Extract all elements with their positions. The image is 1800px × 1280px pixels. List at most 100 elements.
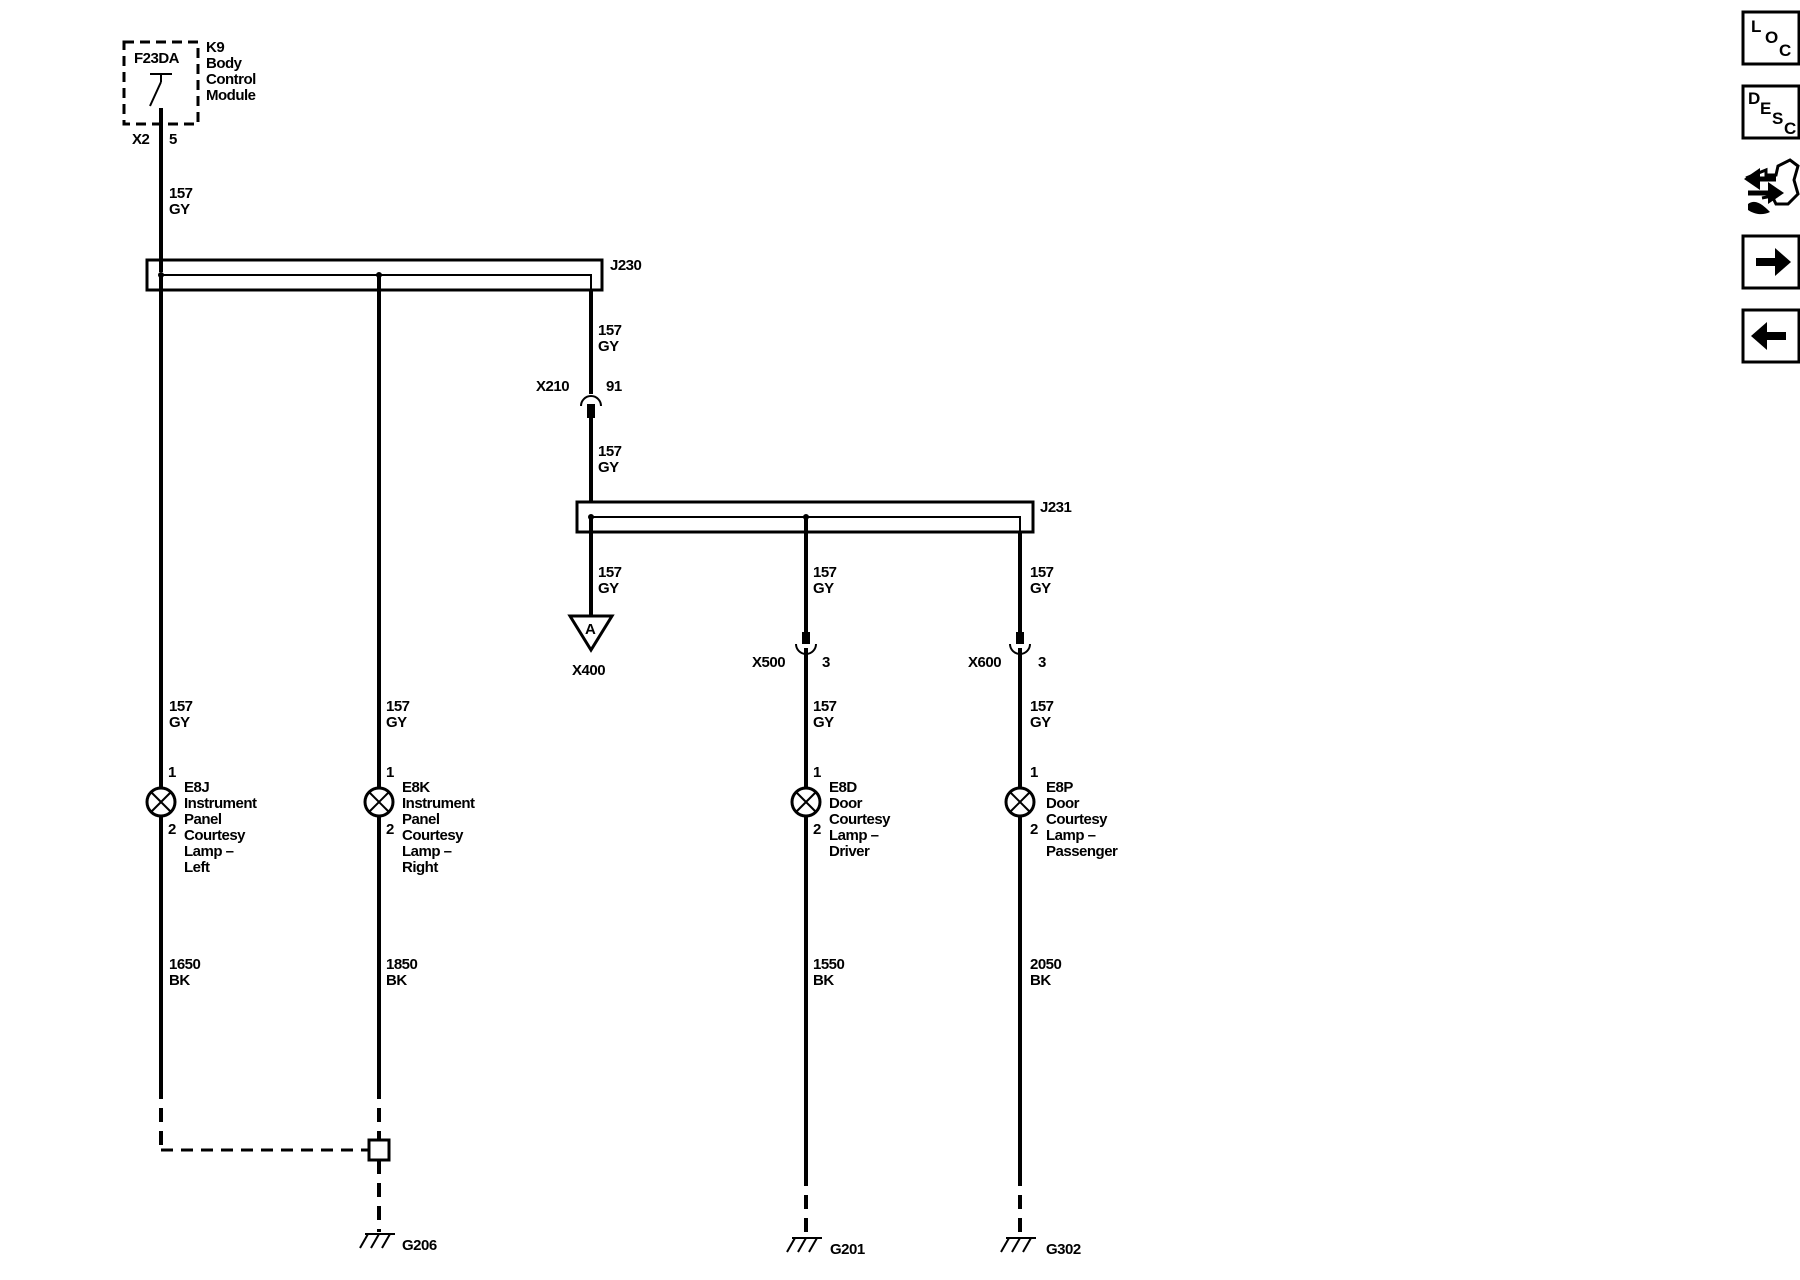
- svg-text:157: 157: [598, 322, 622, 339]
- module-pin: 5: [169, 131, 177, 148]
- svg-text:Body: Body: [206, 55, 243, 72]
- prev-page-button[interactable]: [1741, 308, 1800, 364]
- lamp-e8k: [363, 786, 395, 818]
- svg-text:157: 157: [1030, 698, 1054, 715]
- svg-text:A: A: [585, 621, 596, 638]
- svg-text:G201: G201: [830, 1241, 865, 1258]
- svg-text:Left: Left: [184, 859, 210, 876]
- svg-text:GY: GY: [598, 580, 619, 597]
- splice-j231-label: J231: [1040, 499, 1072, 516]
- splice-pack-j230: [145, 258, 604, 292]
- ground-symbol-g201: [786, 1237, 822, 1253]
- loc-button[interactable]: L O C: [1741, 10, 1800, 66]
- svg-text:2: 2: [813, 821, 821, 838]
- switch-contact: [149, 81, 162, 107]
- svg-text:Door: Door: [829, 795, 863, 812]
- svg-text:Right: Right: [402, 859, 438, 876]
- lamp-e8p-label: E8P Door Courtesy Lamp – Passenger: [1046, 779, 1119, 860]
- svg-text:GY: GY: [813, 580, 834, 597]
- next-page-button[interactable]: [1741, 234, 1800, 290]
- svg-text:157: 157: [813, 698, 837, 715]
- svg-text:BK: BK: [386, 972, 407, 989]
- svg-text:2: 2: [386, 821, 394, 838]
- svg-text:G206: G206: [402, 1237, 437, 1254]
- svg-text:Instrument: Instrument: [402, 795, 475, 812]
- svg-text:Door: Door: [1046, 795, 1080, 812]
- svg-text:3: 3: [822, 654, 830, 671]
- svg-text:GY: GY: [1030, 714, 1051, 731]
- svg-text:Lamp –: Lamp –: [1046, 827, 1096, 844]
- svg-text:1: 1: [813, 764, 821, 781]
- svg-text:Lamp –: Lamp –: [184, 843, 234, 860]
- fuse-label: F23DA: [134, 50, 180, 67]
- svg-text:Courtesy: Courtesy: [184, 827, 246, 844]
- svg-text:GY: GY: [1030, 580, 1051, 597]
- svg-text:E: E: [1760, 99, 1771, 118]
- svg-text:BK: BK: [169, 972, 190, 989]
- svg-text:2050: 2050: [1030, 956, 1062, 973]
- svg-text:Panel: Panel: [402, 811, 440, 828]
- module-connector: X2: [132, 131, 150, 148]
- svg-text:C: C: [1784, 119, 1796, 138]
- svg-text:GY: GY: [169, 201, 190, 218]
- svg-text:Passenger: Passenger: [1046, 843, 1118, 860]
- svg-text:157: 157: [598, 443, 622, 460]
- lamp-e8j-label: E8J Instrument Panel Courtesy Lamp – Lef…: [184, 779, 258, 876]
- inline-connector-x210: [580, 395, 602, 407]
- svg-text:Courtesy: Courtesy: [829, 811, 891, 828]
- svg-text:1850: 1850: [386, 956, 418, 973]
- svg-text:1: 1: [386, 764, 394, 781]
- svg-text:157: 157: [169, 185, 193, 202]
- svg-text:Driver: Driver: [829, 843, 870, 860]
- ground-splice-square: [367, 1138, 391, 1162]
- splice-j230-label: J230: [610, 257, 642, 274]
- svg-text:Instrument: Instrument: [184, 795, 257, 812]
- lamp-e8d: [790, 786, 822, 818]
- svg-text:GY: GY: [169, 714, 190, 731]
- svg-text:1: 1: [168, 764, 176, 781]
- svg-text:Panel: Panel: [184, 811, 222, 828]
- svg-text:GY: GY: [598, 338, 619, 355]
- svg-text:E8D: E8D: [829, 779, 857, 796]
- ground-symbol-g206: [359, 1233, 395, 1249]
- svg-text:BK: BK: [813, 972, 834, 989]
- svg-text:BK: BK: [1030, 972, 1051, 989]
- svg-text:E8P: E8P: [1046, 779, 1073, 796]
- svg-text:L: L: [1751, 17, 1761, 36]
- svg-text:C: C: [1779, 41, 1791, 60]
- svg-text:GY: GY: [386, 714, 407, 731]
- module-title: K9 Body Control Module: [206, 39, 257, 104]
- svg-text:91: 91: [606, 378, 622, 395]
- lamp-e8j: [145, 786, 177, 818]
- svg-text:GY: GY: [598, 459, 619, 476]
- svg-text:157: 157: [169, 698, 193, 715]
- lamp-e8d-label: E8D Door Courtesy Lamp – Driver: [829, 779, 892, 860]
- svg-text:2: 2: [168, 821, 176, 838]
- connector-end-view-icon[interactable]: [1744, 158, 1800, 215]
- svg-text:D: D: [1748, 89, 1760, 108]
- svg-text:Courtesy: Courtesy: [1046, 811, 1108, 828]
- arrow-right-icon: [1756, 248, 1791, 276]
- svg-text:E8K: E8K: [402, 779, 430, 796]
- svg-text:157: 157: [598, 564, 622, 581]
- svg-text:Lamp –: Lamp –: [402, 843, 452, 860]
- svg-text:2: 2: [1030, 821, 1038, 838]
- svg-text:1: 1: [1030, 764, 1038, 781]
- arrow-left-icon: [1751, 322, 1786, 350]
- svg-text:GY: GY: [813, 714, 834, 731]
- svg-text:157: 157: [386, 698, 410, 715]
- svg-text:X400: X400: [572, 662, 605, 679]
- svg-text:Module: Module: [206, 87, 256, 104]
- svg-text:K9: K9: [206, 39, 224, 56]
- svg-text:X210: X210: [536, 378, 569, 395]
- svg-text:1550: 1550: [813, 956, 845, 973]
- svg-text:Control: Control: [206, 71, 256, 88]
- desc-button[interactable]: D E S C: [1741, 84, 1800, 140]
- svg-text:X500: X500: [752, 654, 785, 671]
- svg-text:O: O: [1765, 28, 1778, 47]
- svg-text:1650: 1650: [169, 956, 201, 973]
- svg-text:157: 157: [1030, 564, 1054, 581]
- off-page-connector-x400: [567, 614, 615, 653]
- lamp-e8k-label: E8K Instrument Panel Courtesy Lamp – Rig…: [402, 779, 476, 876]
